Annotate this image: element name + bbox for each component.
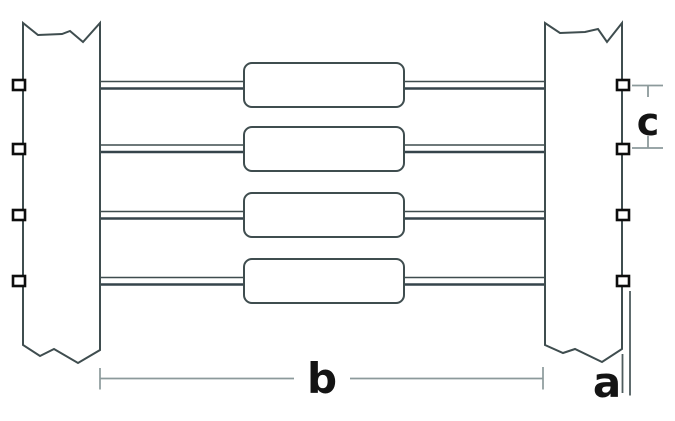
fasteners [11,78,631,288]
dimension-b-label: b [306,354,338,403]
dimension-c-label: c [636,100,660,144]
right-post-outline [544,20,623,364]
left-post-outline [22,20,101,365]
tensioners [243,62,405,304]
wires [100,80,545,286]
dimension-b [99,367,544,390]
fastener-square [11,208,27,222]
dimension-a [621,291,631,396]
fastener-square [615,274,631,288]
fastener-square [615,208,631,222]
fastener-square [11,274,27,288]
fastener-square [615,78,631,92]
fastener-square [615,142,631,156]
tensioner-box [243,258,405,304]
tensioner-box [243,126,405,172]
fastener-square [11,78,27,92]
tensioner-box [243,192,405,238]
tensioner-box [243,62,405,108]
dimension-a-label: a [592,358,622,407]
dimension-c [632,84,663,149]
fastener-square [11,142,27,156]
